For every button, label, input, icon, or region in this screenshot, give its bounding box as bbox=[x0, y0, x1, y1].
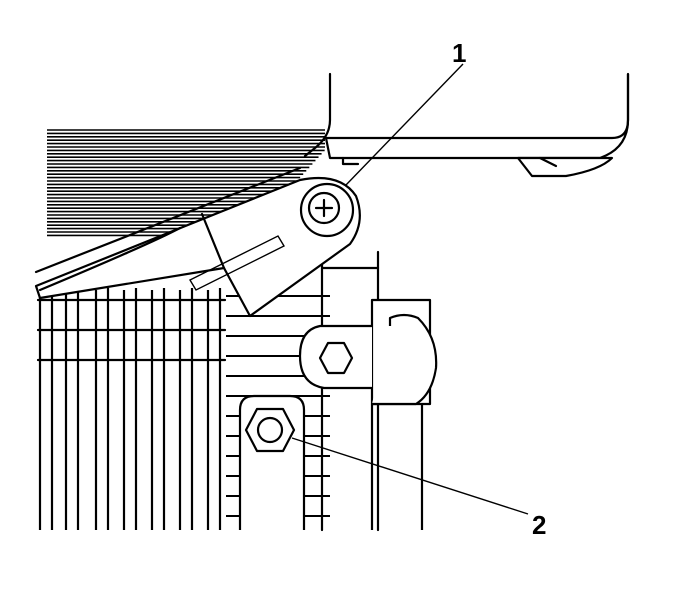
leader-line-1 bbox=[344, 63, 464, 187]
bolt-head bbox=[318, 341, 354, 375]
callout-label-1: 1 bbox=[452, 38, 467, 68]
upper-bracket-arm bbox=[34, 166, 361, 318]
condenser-fin-block bbox=[47, 128, 327, 240]
leader-line-2 bbox=[291, 437, 529, 515]
callout-label-2: 2 bbox=[532, 510, 547, 540]
line-fitting bbox=[298, 298, 438, 530]
vertical-tubes bbox=[36, 288, 227, 530]
bracket-nut bbox=[244, 407, 296, 453]
upper-housing bbox=[303, 72, 630, 178]
phillips-screw-icon bbox=[314, 198, 334, 218]
